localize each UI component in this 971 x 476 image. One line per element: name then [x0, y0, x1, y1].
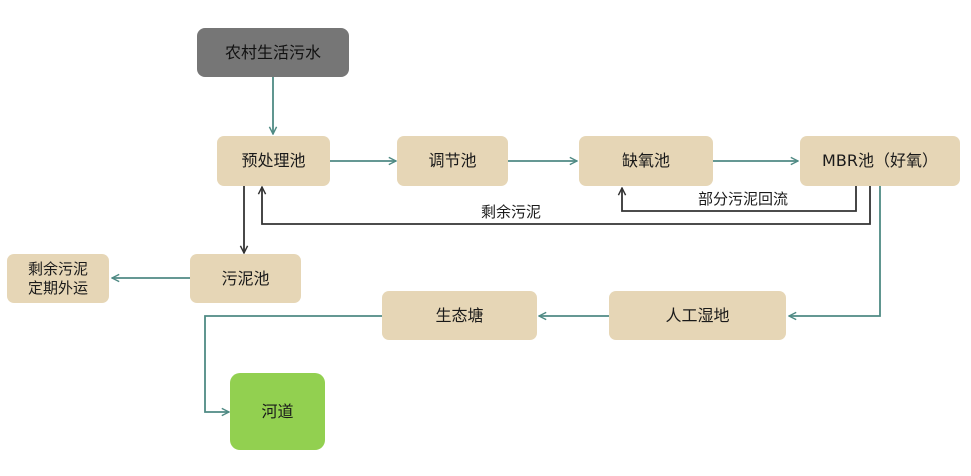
node-pretreatment-tank-label: 预处理池 — [241, 151, 306, 170]
edge-mbr-reflux-to-anoxic — [622, 186, 857, 212]
node-rural-sewage: 农村生活污水 — [197, 28, 349, 77]
node-mbr-tank-label: MBR池（好氧） — [822, 151, 938, 170]
edge-eco-pond-to-river — [204, 315, 382, 412]
node-mbr-tank: MBR池（好氧） — [800, 136, 960, 186]
node-constructed-wetland-label: 人工湿地 — [665, 305, 730, 325]
node-rural-sewage-label: 农村生活污水 — [224, 42, 321, 62]
node-river: 河道 — [230, 373, 325, 450]
node-pretreatment-tank: 预处理池 — [217, 136, 330, 186]
node-river-label: 河道 — [261, 401, 294, 421]
node-sludge-tank-label: 污泥池 — [221, 268, 270, 288]
edge-mbr-excess-to-pretreat — [262, 186, 871, 225]
node-anoxic-tank: 缺氧池 — [579, 136, 713, 186]
node-ecological-pond: 生态塘 — [382, 291, 537, 340]
edge-label-excess-sludge: 剩余污泥 — [481, 203, 542, 221]
edge-mbr-to-wetland — [789, 186, 881, 316]
node-constructed-wetland: 人工湿地 — [609, 291, 786, 340]
edge-label-sludge-reflux: 部分污泥回流 — [698, 190, 789, 208]
node-anoxic-tank-label: 缺氧池 — [621, 151, 670, 170]
node-sludge-disposal: 剩余污泥定期外运 — [7, 254, 109, 303]
node-regulating-tank-label: 调节池 — [428, 151, 477, 170]
node-ecological-pond-label: 生态塘 — [435, 305, 484, 325]
node-sludge-tank: 污泥池 — [190, 254, 301, 303]
node-sludge-disposal-label: 剩余污泥定期外运 — [27, 259, 88, 297]
node-regulating-tank: 调节池 — [397, 136, 508, 186]
